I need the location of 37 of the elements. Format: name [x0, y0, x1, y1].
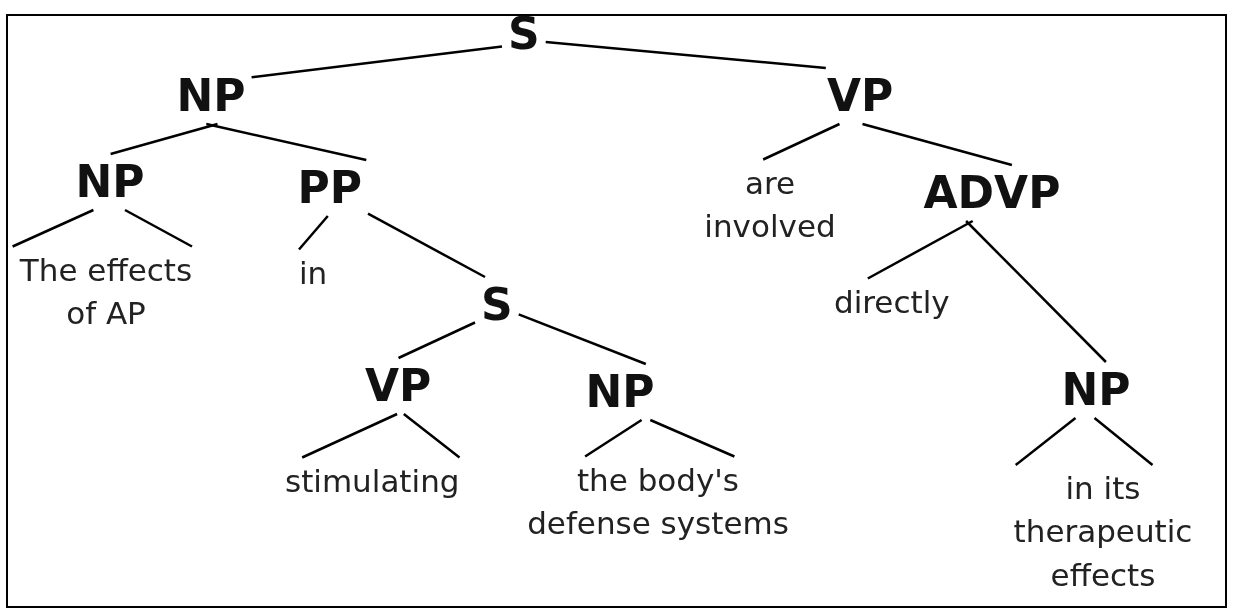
tree-branch-line — [251, 45, 503, 79]
tree-branch-line — [862, 122, 1013, 167]
tree-branch-line — [397, 321, 476, 360]
phrase-label: NP — [69, 154, 151, 210]
phrase-label: NP — [1055, 362, 1137, 418]
phrase-label: VP — [821, 68, 900, 124]
tree-branch-line — [367, 212, 486, 279]
tree-branch-line — [12, 208, 94, 248]
tree-branch-line — [403, 413, 461, 459]
tree-branch-line — [867, 219, 974, 280]
tree-branch-line — [1014, 417, 1077, 466]
phrase-label: S — [475, 277, 519, 333]
phrase-label: PP — [291, 160, 368, 216]
tree-branch-line — [124, 208, 193, 248]
tree-branch-line — [1093, 417, 1154, 466]
tree-branch-line — [649, 418, 735, 458]
tree-branch-line — [206, 122, 367, 162]
phrase-label: ADVP — [917, 165, 1067, 221]
tree-branch-line — [545, 40, 826, 70]
tree-branch-line — [518, 313, 647, 366]
tree-branch-line — [110, 122, 218, 156]
tree-branch-line — [762, 122, 841, 161]
tree-branch-line — [298, 215, 329, 251]
word-label: the body's defense systems — [513, 456, 803, 548]
phrase-label: S — [502, 6, 546, 62]
tree-branch-line — [584, 418, 643, 458]
word-label: directly — [834, 278, 950, 326]
word-label: in its therapeutic effects — [1003, 465, 1203, 600]
phrase-label: VP — [359, 358, 438, 414]
word-label: are involved — [690, 159, 850, 251]
word-label: The effects of AP — [6, 246, 206, 338]
tree-branch-line — [301, 412, 398, 459]
phrase-label: NP — [170, 68, 252, 124]
word-label: stimulating — [285, 457, 460, 505]
word-label: in — [299, 249, 328, 297]
phrase-label: NP — [579, 364, 661, 420]
tree-branch-line — [965, 220, 1107, 363]
